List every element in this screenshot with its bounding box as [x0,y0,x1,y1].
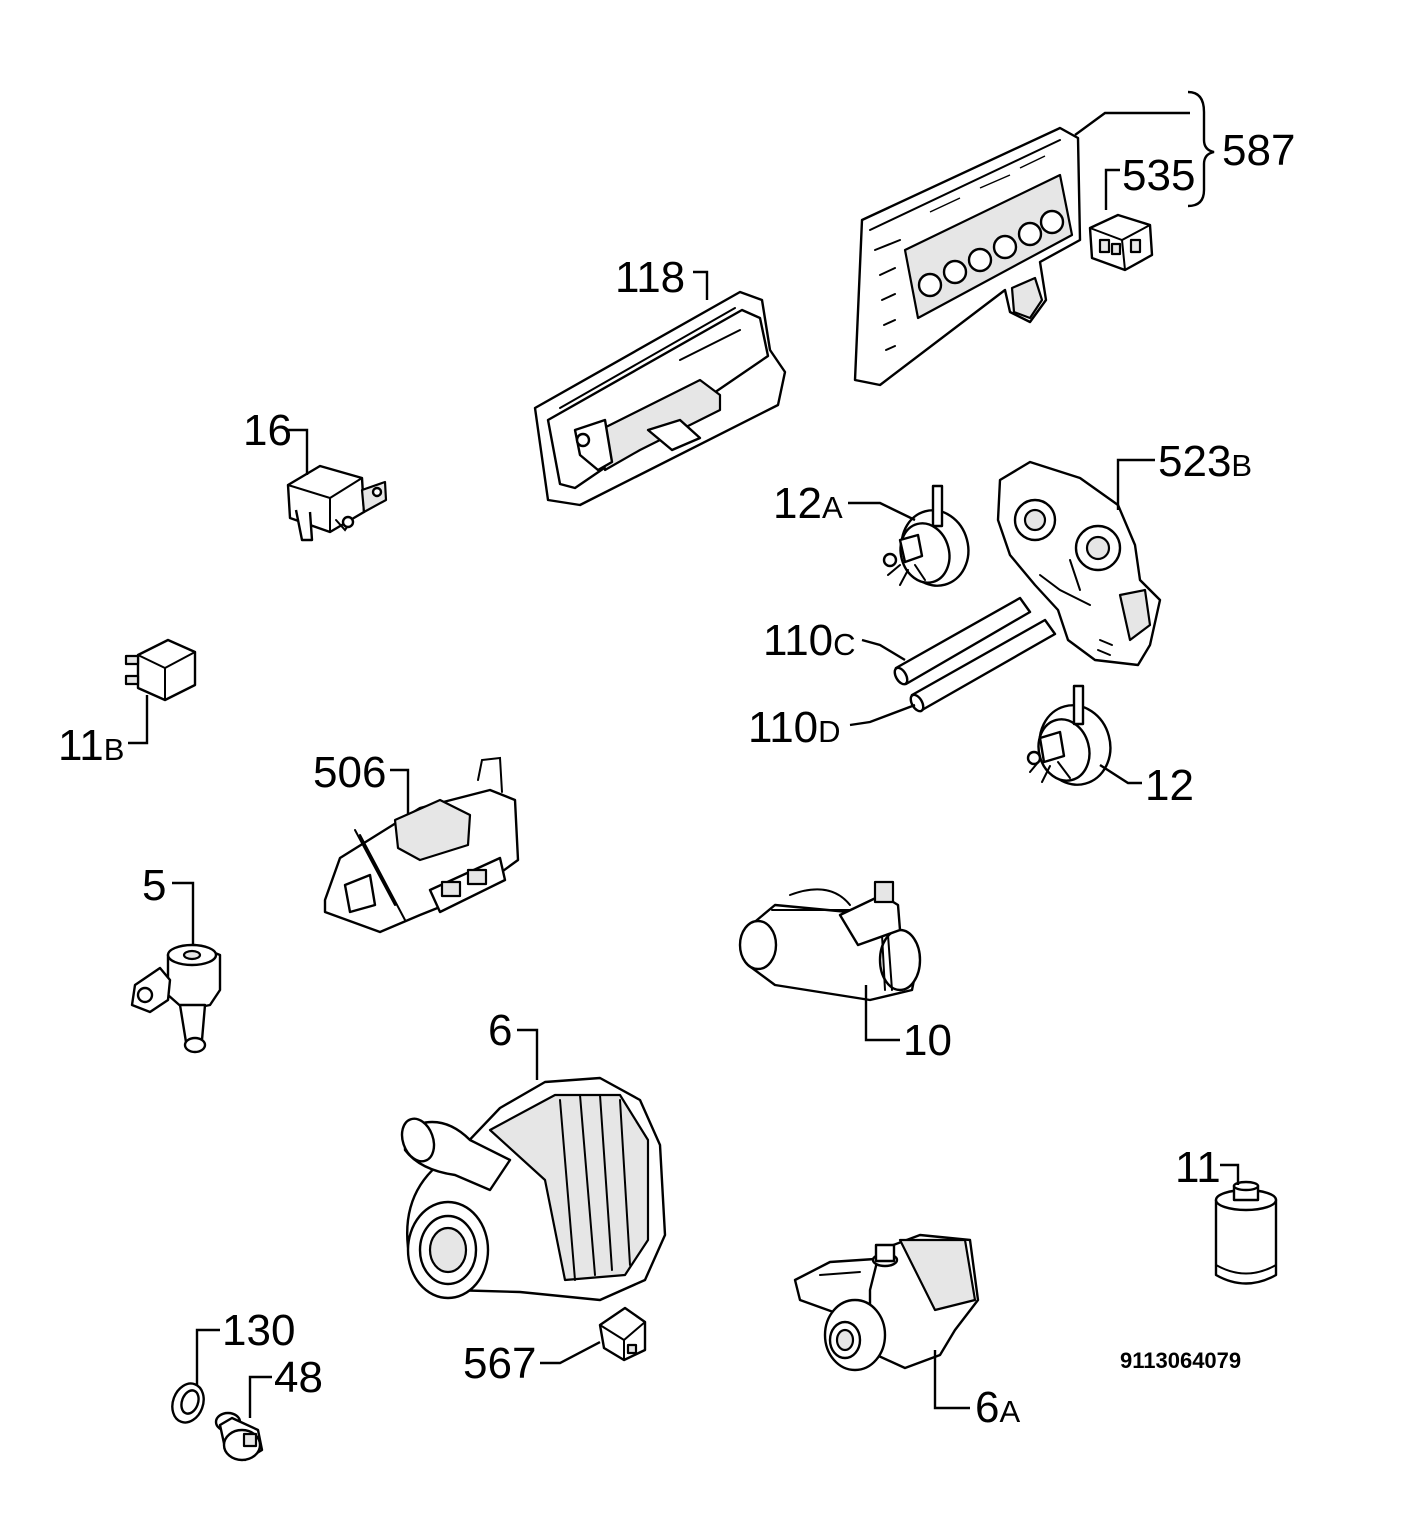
part-11-capacitor[interactable] [1214,1180,1278,1285]
label-110c: 110C [763,616,856,665]
part-6a-drain-pump[interactable] [793,1233,980,1372]
label-6: 6 [488,1006,512,1055]
part-130-gasket[interactable] [167,1379,209,1427]
label-12a: 12A [773,479,843,528]
part-5-inlet-valve[interactable] [130,943,222,1054]
part-6-circulation-pump[interactable] [396,1076,667,1302]
label-48: 48 [274,1353,323,1402]
label-506: 506 [313,748,386,797]
part-567-clip[interactable] [598,1306,647,1362]
label-587: 587 [1222,126,1295,175]
part-12a-pressure-switch[interactable] [882,484,977,593]
label-12: 12 [1145,761,1194,810]
part-110c-hose[interactable] [892,596,1032,686]
part-10-heater[interactable] [738,880,922,1002]
part-48-cap[interactable] [214,1411,264,1462]
part-16-door-switch[interactable] [286,464,388,542]
part-12-pressure-switch[interactable] [1026,684,1119,793]
part-535-connector[interactable] [1088,213,1154,272]
label-535: 535 [1122,151,1195,200]
label-5: 5 [142,861,166,910]
label-110d: 110D [748,703,841,752]
label-523b: 523B [1158,437,1252,486]
label-6a: 6A [975,1383,1020,1432]
label-118: 118 [615,253,685,302]
label-11b: 11B [58,721,124,770]
part-118-dispenser[interactable] [533,290,787,507]
label-11: 11 [1175,1143,1221,1192]
label-10: 10 [903,1016,952,1065]
drawing-code: 9113064079 [1120,1348,1241,1373]
part-labels: 587 535 118 16 523B 12A 110C 110D 11B 12… [58,126,1295,1432]
label-567: 567 [463,1339,536,1388]
part-11b-relay[interactable] [124,638,197,702]
part-587-control-board[interactable] [853,126,1082,387]
part-506-door-lock[interactable] [323,756,520,934]
label-130: 130 [222,1306,295,1355]
part-110d-hose[interactable] [908,618,1057,713]
label-16: 16 [243,406,292,455]
leader-lines [128,90,1240,1418]
part-523b-distributor[interactable] [996,460,1162,667]
